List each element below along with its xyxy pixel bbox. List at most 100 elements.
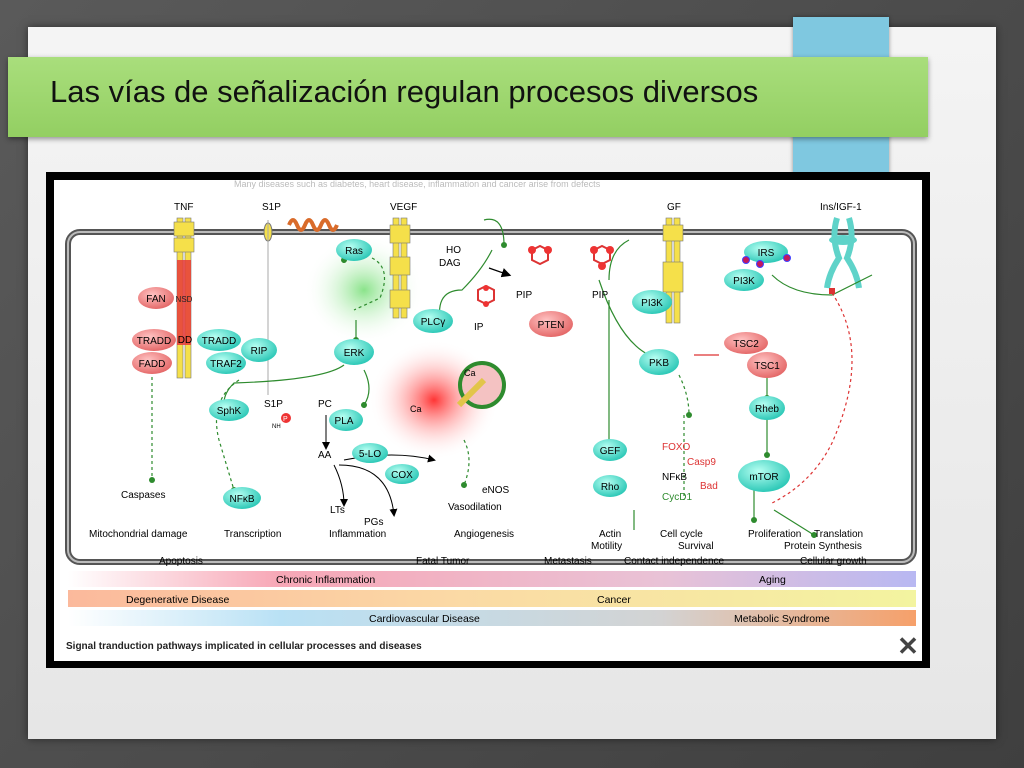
svg-text:PTEN: PTEN [538,320,565,331]
svg-text:IRS: IRS [758,248,775,259]
band-chronic-label: Chronic Inflammation [276,574,375,586]
svg-text:FAN: FAN [146,294,165,305]
svg-text:PLA: PLA [335,416,354,427]
svg-text:COX: COX [391,470,413,481]
label-caspases: Caspases [121,490,165,501]
label-nsd: NSD [176,295,193,304]
svg-text:GEF: GEF [600,446,621,457]
outcome-cellcycle: Cell cycle [660,529,703,540]
outcome-metastasis: Metastasis [544,556,592,567]
node-pi3k-gf: PI3K [632,290,672,314]
band-cancer-label: Cancer [597,594,631,606]
label-s1p-product: S1P [264,399,283,410]
label-pc: PC [318,399,332,410]
svg-text:NFκB: NFκB [230,494,255,505]
node-rip: RIP [241,338,277,362]
ins-receptor [824,217,862,289]
label-ho: HO [446,245,461,256]
band-cardio-label: Cardiovascular Disease [369,613,480,625]
band-cardio-metabolic [68,610,916,626]
label-ca-cyto: Ca [410,404,422,414]
outcome-motility: Motility [591,541,622,552]
node-tsc2: TSC2 [724,332,768,354]
outcome-survival: Survival [678,541,714,552]
node-ras: Ras [336,239,372,261]
outcome-transcription: Transcription [224,529,281,540]
node-gef: GEF [593,439,627,461]
node-tradd-right: TRADD [197,329,241,351]
node-tsc1: TSC1 [747,352,787,378]
svg-text:Ras: Ras [345,246,363,257]
outcome-proliferation: Proliferation [748,529,801,540]
node-cox: COX [385,464,419,484]
outcome-growth: Cellular growth [800,556,867,567]
label-nh2: NH [272,424,281,430]
band-chronic-aging [68,571,916,587]
node-pi3k-irs: PI3K [724,269,764,291]
node-sphk: SphK [209,399,249,421]
svg-text:SphK: SphK [217,406,242,417]
svg-text:ERK: ERK [344,348,365,359]
node-pla2: PLA [329,409,363,431]
figure-caption: Signal tranduction pathways implicated i… [66,641,422,652]
receptor-gf: GF [667,202,681,213]
outcome-inflammation: Inflammation [329,529,386,540]
band-degenerative-label: Degenerative Disease [126,594,229,606]
label-lts: LTs [330,505,345,516]
svg-text:mTOR: mTOR [749,472,778,483]
label-pgs: PGs [364,517,383,528]
pip-rings [477,244,614,307]
label-casp9: Casp9 [687,457,716,468]
label-aa: AA [318,450,332,461]
node-fan: FAN [138,287,174,309]
node-5lo: 5-LO [352,443,388,463]
svg-text:TSC2: TSC2 [733,339,759,350]
label-dag: DAG [439,258,461,269]
cell-membrane-highlight [67,231,915,563]
label-bad: Bad [700,481,718,492]
label-p: P [283,416,288,423]
outcome-protein: Protein Synthesis [784,541,862,552]
node-fadd: FADD [132,352,172,374]
svg-text:RIP: RIP [251,346,268,357]
node-nfkb-left: NFκB [223,487,261,509]
svg-text:5-LO: 5-LO [359,449,381,460]
pathway-figure: Many diseases such as diabetes, heart di… [46,172,930,668]
svg-text:PLCγ: PLCγ [421,317,445,328]
s1p-receptor [263,218,339,395]
svg-text:TSC1: TSC1 [754,361,780,372]
title-bar [8,57,928,137]
band-metabolic-label: Metabolic Syndrome [734,613,830,625]
signal-pathway-diagram: Many diseases such as diabetes, heart di… [65,179,917,626]
band-aging-label: Aging [759,574,786,586]
gf-receptor [662,217,684,324]
label-enos: eNOS [482,485,510,496]
node-traf2: TRAF2 [206,352,246,374]
vegf-receptor [389,217,411,319]
node-pkb: PKB [639,349,679,375]
svg-text:TRAF2: TRAF2 [210,359,242,370]
receptor-tnf: TNF [174,202,193,213]
svg-text:Rheb: Rheb [755,404,779,415]
label-ca-vesicle: Ca [464,368,476,378]
label-dd: DD [178,335,192,346]
faded-header-text: Many diseases such as diabetes, heart di… [234,180,601,189]
outcome-translation: Translation [814,529,863,540]
receptor-vegf: VEGF [390,202,417,213]
svg-text:PI3K: PI3K [733,276,755,287]
label-ip3: IP [474,322,484,333]
outcome-vasodilation: Vasodilation [448,502,502,513]
close-button[interactable]: ✕ [897,631,919,661]
svg-text:FADD: FADD [139,359,166,370]
label-nfkb-right: NFκB [662,472,687,483]
node-plcg: PLCγ [413,309,453,333]
outcome-fatal: Fatal Tumor [416,556,470,567]
phosphate-icon [281,413,291,423]
ca-channel [456,377,487,408]
outcome-mito: Mitochondrial damage [89,529,188,540]
svg-text:PI3K: PI3K [641,298,663,309]
node-irs: IRS [742,241,791,268]
node-erk: ERK [334,339,374,365]
ins-inhibition-line [771,292,853,504]
band-degenerative-cancer [68,590,916,607]
